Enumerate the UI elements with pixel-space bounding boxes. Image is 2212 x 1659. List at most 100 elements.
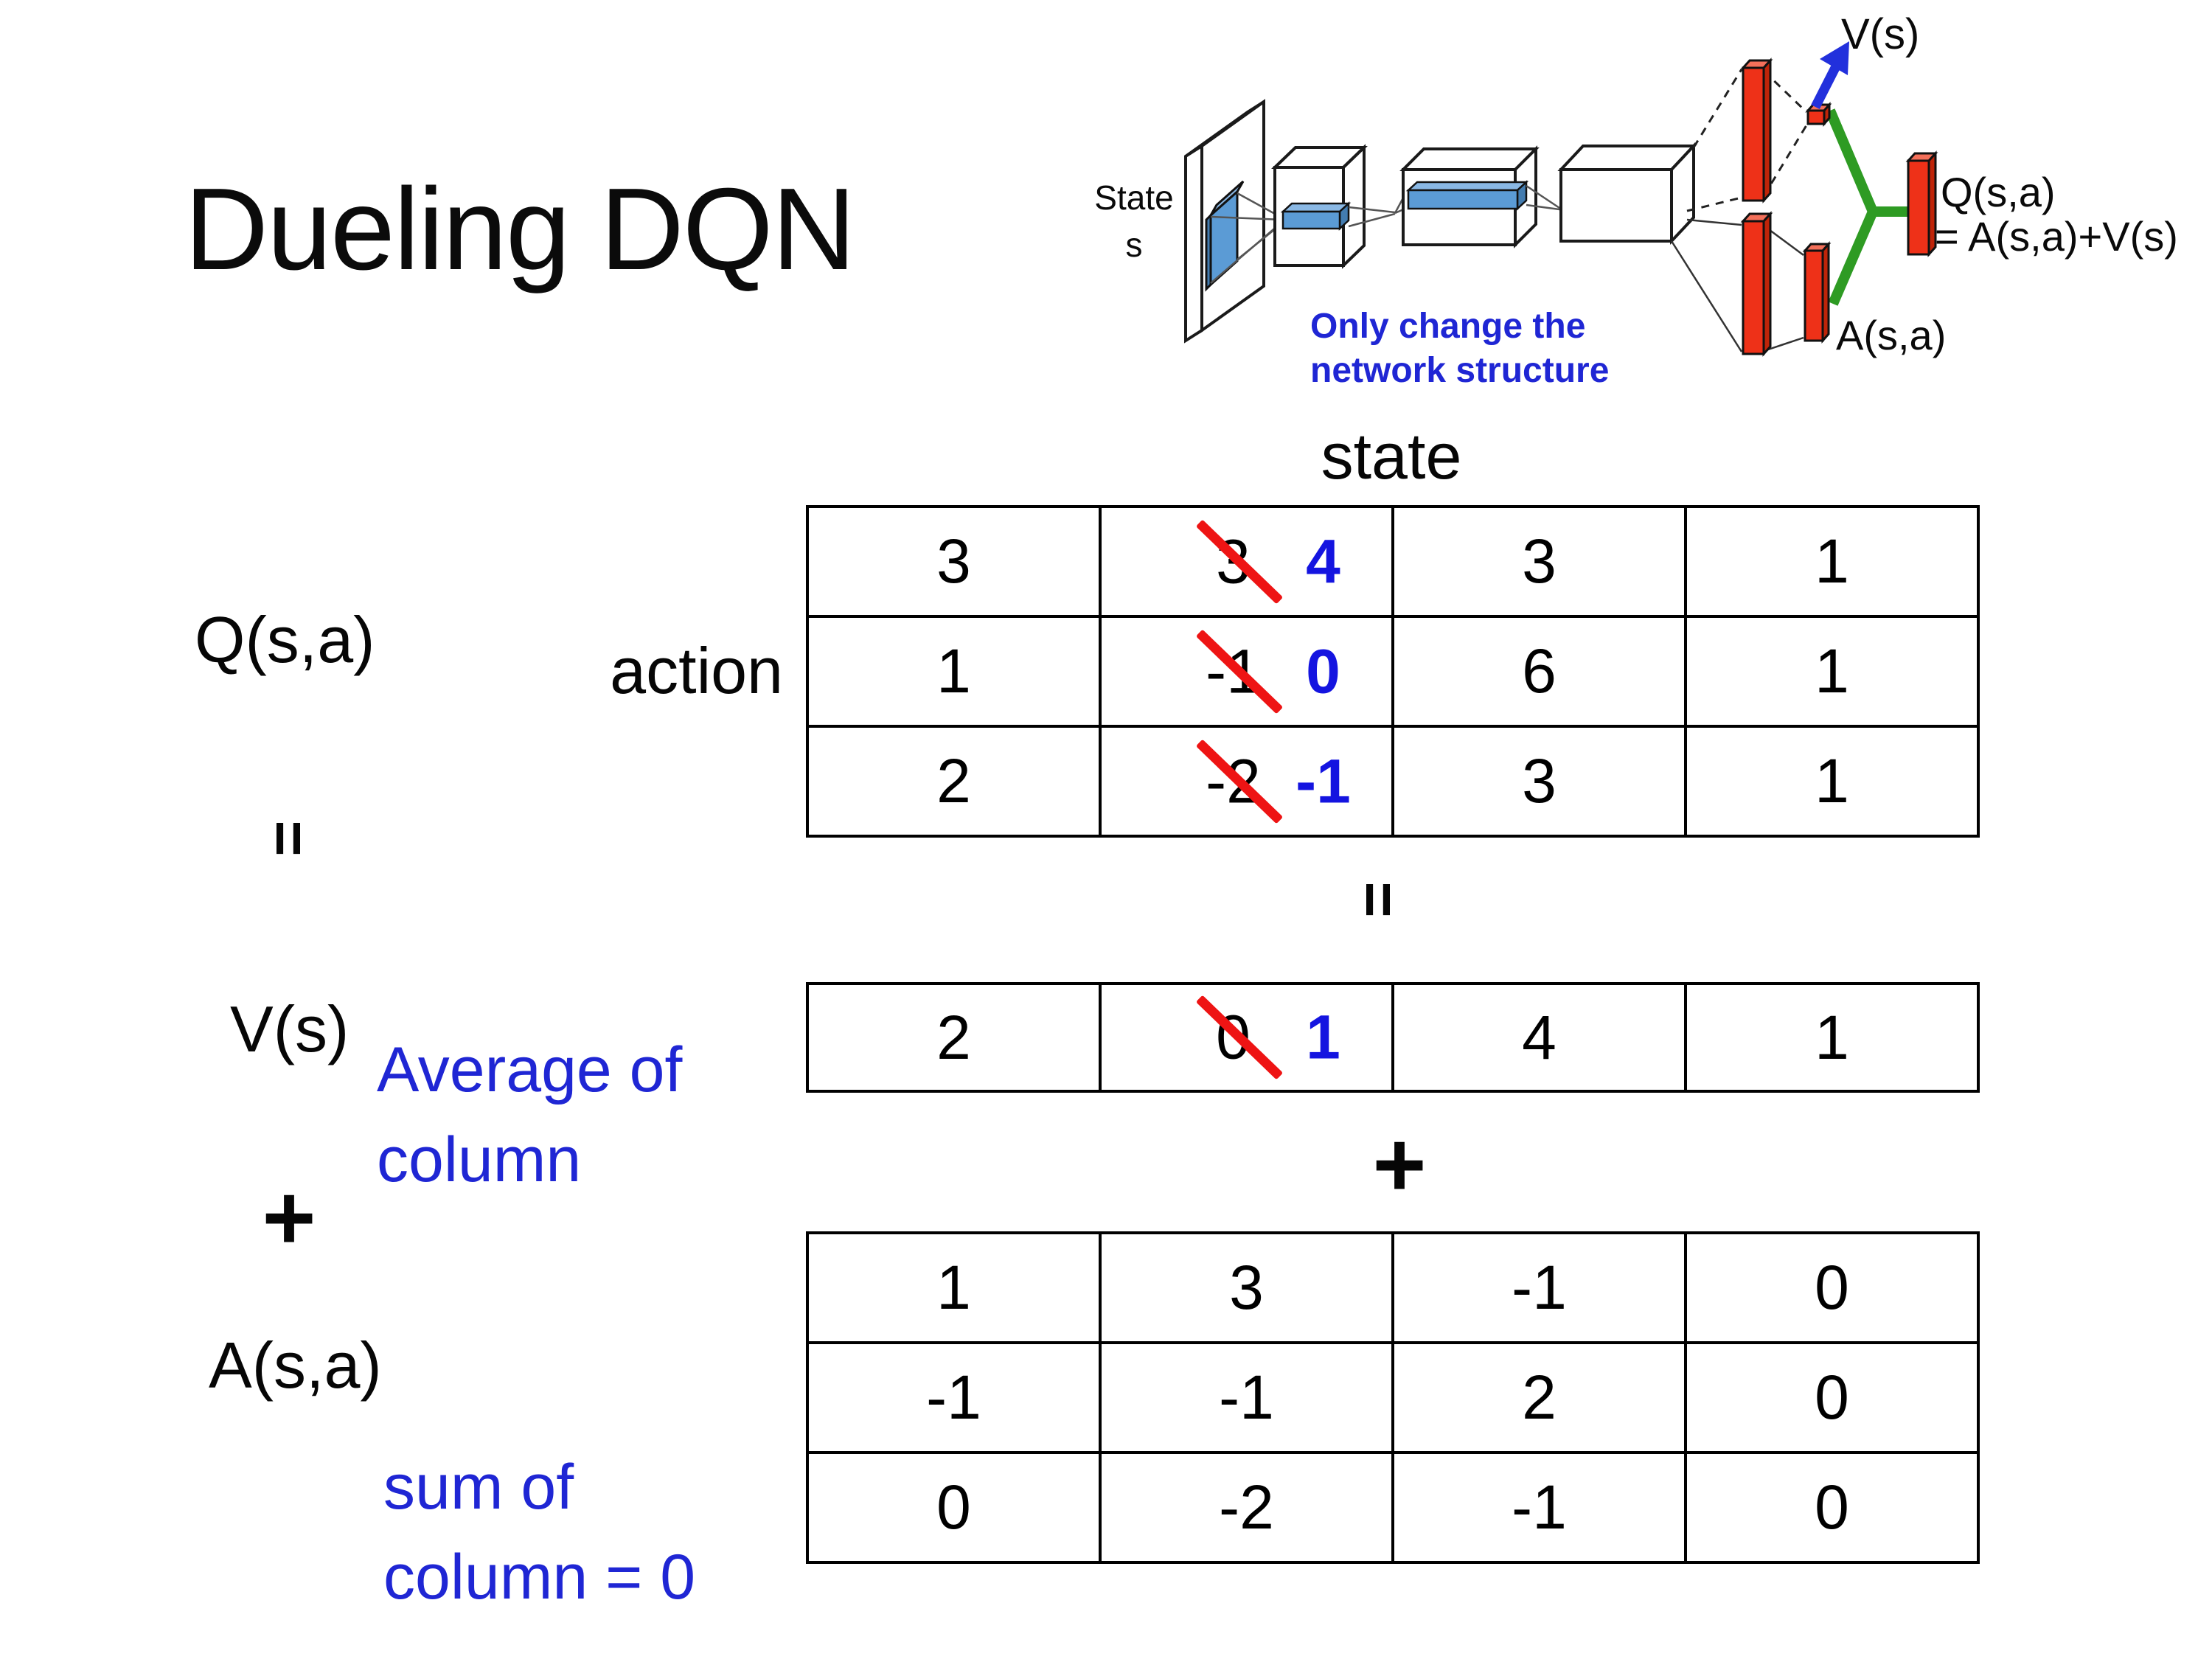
cell-value: 1: [1815, 636, 1849, 706]
green-combiner: [1825, 108, 1910, 306]
average-note: Average of column: [377, 1025, 682, 1205]
corrected-cell: 34: [1102, 508, 1391, 615]
feature-bar-1: [1280, 201, 1352, 231]
new-value: 0: [1306, 636, 1340, 706]
new-value: 1: [1306, 1002, 1340, 1072]
diagram-note-line-1: Only change the: [1310, 307, 1585, 346]
cell-value: 2: [936, 746, 971, 815]
table-cell: 2: [806, 725, 1102, 838]
diagram-q-output-label-2: = A(s,a)+V(s): [1935, 213, 2178, 260]
feature-bar-2: [1405, 180, 1529, 211]
cell-value: 2: [936, 1002, 971, 1072]
sum-note: sum of column = 0: [383, 1442, 695, 1622]
table-cell: 1: [1684, 725, 1980, 838]
plus-left: +: [262, 1166, 316, 1270]
table-cell: -10: [1099, 615, 1394, 728]
average-note-line-2: column: [377, 1124, 582, 1196]
cell-value: 0: [1815, 1472, 1849, 1542]
advantage-vector: [1802, 241, 1832, 344]
table-cell: 3: [806, 505, 1102, 618]
table-row: -1 -1 2 0: [806, 1341, 1980, 1454]
table-cell: 3: [1391, 725, 1687, 838]
cell-value: 1: [1815, 526, 1849, 596]
action-header: action: [610, 634, 783, 707]
v-scalar-node: [1805, 102, 1832, 127]
conv-fan-lines-3: [1526, 184, 1560, 211]
table-cell: -1: [1391, 1231, 1687, 1344]
cell-value: -1: [926, 1363, 981, 1432]
table-cell: 1: [1684, 982, 1980, 1093]
v-value-table: 2 01 4 1: [806, 982, 1980, 1093]
table-cell: 0: [1684, 1231, 1980, 1344]
diagram-state-label: State: [1094, 178, 1173, 217]
table-row: 3 34 3 1: [806, 505, 1980, 618]
cell-value: 0: [1815, 1363, 1849, 1432]
sum-note-line-1: sum of: [383, 1452, 574, 1523]
equals-left: =: [254, 820, 324, 857]
diagram-v-output-label: V(s): [1841, 10, 1919, 58]
table-cell: 1: [806, 1231, 1102, 1344]
cell-value: -1: [1219, 1363, 1274, 1432]
table-cell: 3: [1391, 505, 1687, 618]
cell-value: 0: [936, 1472, 971, 1542]
q-output-vector: [1905, 150, 1938, 257]
a-function-label: A(s,a): [209, 1329, 382, 1402]
cell-value: -2: [1219, 1472, 1274, 1542]
table-cell: 3: [1099, 1231, 1394, 1344]
table-cell: 6: [1391, 615, 1687, 728]
table-cell: 0: [806, 1451, 1102, 1564]
table-cell: -1: [1391, 1451, 1687, 1564]
table-cell: -2: [1099, 1451, 1394, 1564]
corrected-cell: -2-1: [1102, 728, 1391, 835]
table-cell: 2: [1391, 1341, 1687, 1454]
cell-value: 3: [1522, 526, 1557, 596]
sum-note-line-2: column = 0: [383, 1542, 696, 1613]
plus-middle: +: [1372, 1113, 1427, 1217]
equals-middle: =: [1344, 881, 1413, 918]
cell-value: 1: [936, 1253, 971, 1322]
cell-value: 1: [1815, 1002, 1849, 1072]
diagram-a-output-label: A(s,a): [1836, 312, 1946, 358]
table-cell: 01: [1099, 982, 1394, 1093]
diagram-state-s-label: s: [1126, 226, 1143, 264]
table-cell: -2-1: [1099, 725, 1394, 838]
cnn-block-3: [1557, 142, 1697, 246]
average-note-line-1: Average of: [377, 1034, 683, 1105]
q-function-label: Q(s,a): [195, 603, 375, 676]
table-row: 0 -2 -1 0: [806, 1451, 1980, 1564]
table-cell: 2: [806, 982, 1102, 1093]
new-value: -1: [1295, 746, 1351, 815]
table-cell: 4: [1391, 982, 1687, 1093]
conv-filter-icon: [1205, 180, 1245, 292]
fc-vector-top: [1740, 58, 1773, 204]
network-diagram: State s V(s) Q(s,a) = A(s,a)+V(s) A(s,a)…: [1094, 10, 2178, 390]
table-row: 2 -2-13 1: [806, 725, 1980, 838]
diagram-note-line-2: network structure: [1310, 351, 1609, 390]
table-cell: 1: [1684, 615, 1980, 728]
corrected-cell: -10: [1102, 618, 1391, 725]
cell-value: 6: [1522, 636, 1557, 706]
cell-value: -1: [1512, 1472, 1567, 1542]
corrected-cell: 01: [1102, 985, 1391, 1090]
v-arrow-icon: [1811, 41, 1849, 109]
slide-title: Dueling DQN: [184, 164, 856, 294]
state-header: state: [1321, 420, 1462, 493]
cell-value: 3: [936, 526, 971, 596]
dashed-connections: [1686, 69, 1808, 212]
table-cell: 34: [1099, 505, 1394, 618]
cell-value: 3: [1229, 1253, 1264, 1322]
table-cell: 1: [806, 615, 1102, 728]
fc-vector-bottom: [1740, 211, 1773, 357]
v-function-label: V(s): [230, 992, 349, 1065]
cell-value: 4: [1522, 1002, 1557, 1072]
table-row: 2 01 4 1: [806, 982, 1980, 1093]
new-value: 4: [1306, 526, 1340, 596]
cell-value: 2: [1522, 1363, 1557, 1432]
table-cell: 0: [1684, 1451, 1980, 1564]
solid-connections: [1670, 218, 1804, 352]
table-cell: -1: [806, 1341, 1102, 1454]
cell-value: 1: [1815, 746, 1849, 815]
